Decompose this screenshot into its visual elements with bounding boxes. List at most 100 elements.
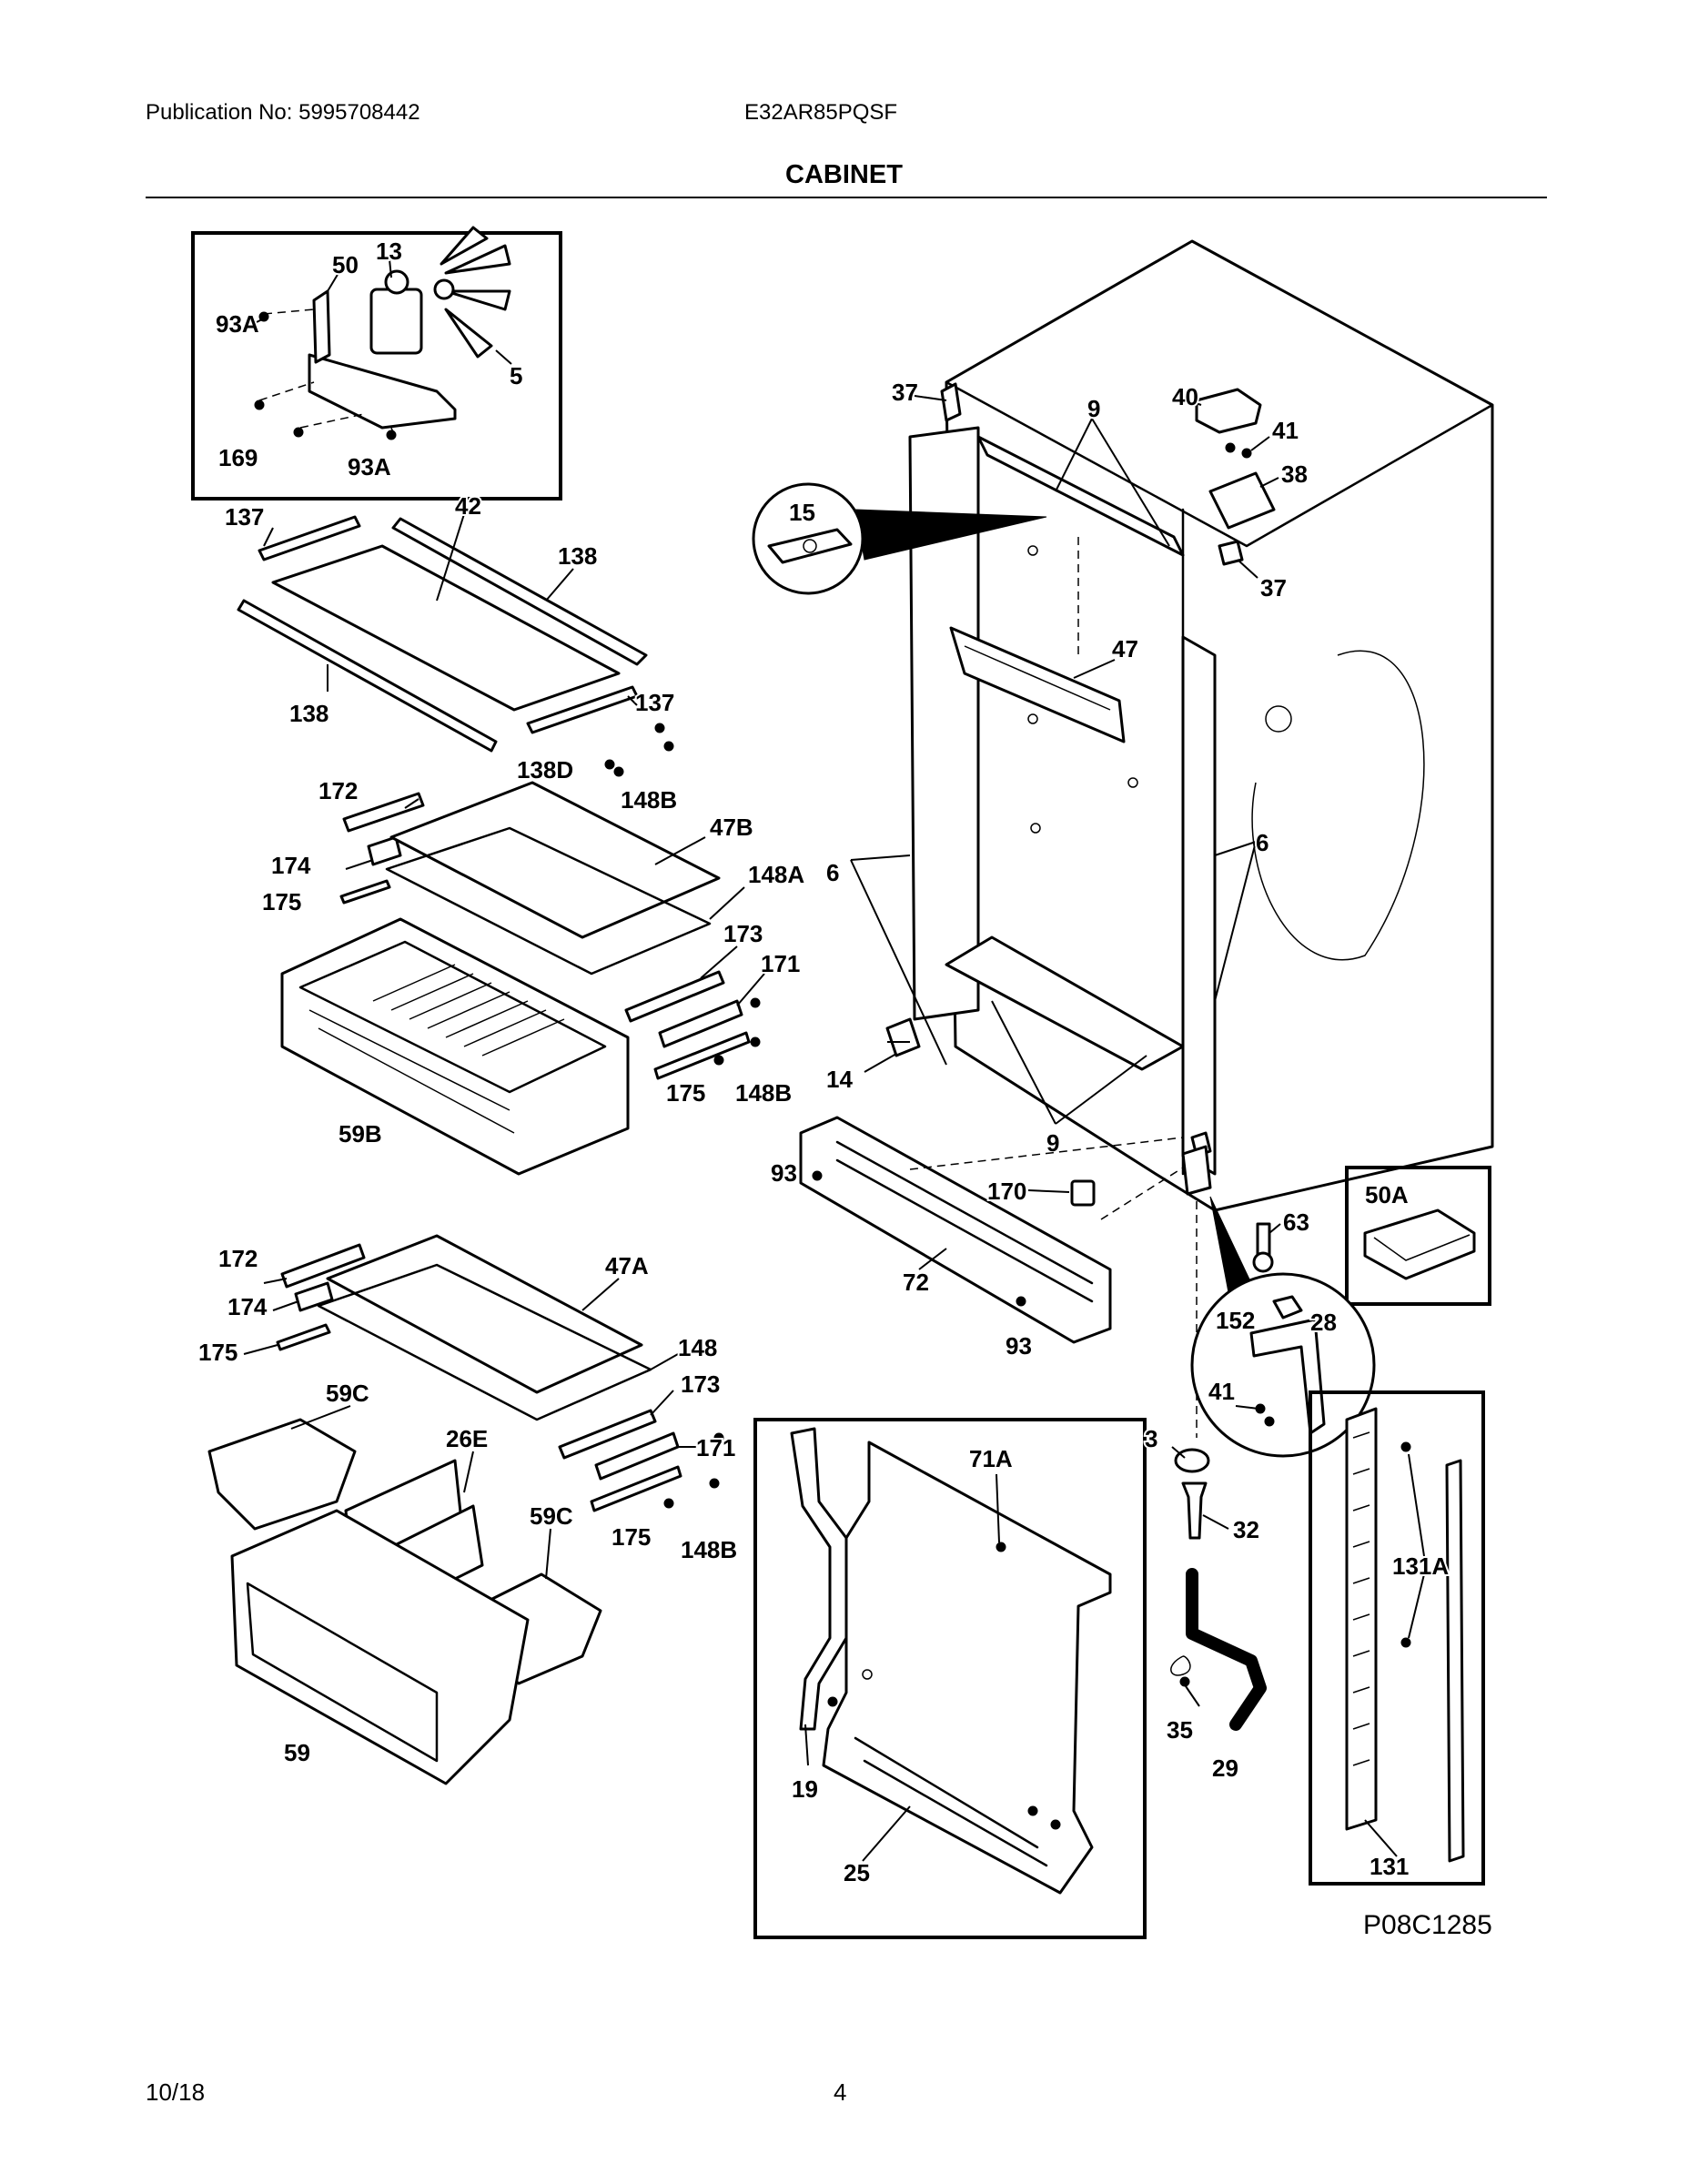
cover-slide-174: [367, 835, 402, 866]
callout-41: 41: [1208, 1378, 1235, 1405]
callout-93a: 93A: [216, 310, 259, 338]
base-grille-assembly: 14 93 170 63 72 93: [769, 1017, 1311, 1438]
seal-strip-19: [790, 1427, 848, 1731]
callout-59c: 59C: [530, 1502, 573, 1530]
callout-93: 93: [1006, 1332, 1032, 1360]
fan-motor-13: [369, 288, 423, 355]
rear-panel-inset: 71A 19 25: [753, 1418, 1147, 1939]
callout-71a: 71A: [969, 1445, 1013, 1472]
cover-support-173: [558, 1409, 657, 1460]
upper-shelf-assembly: 137 42 138 138 137 138D 148B: [223, 490, 679, 815]
callout-28: 28: [1310, 1309, 1337, 1336]
bracket-tab-50: [312, 289, 331, 364]
shelf-trim-138: [391, 517, 648, 666]
hinge-cover-37: [940, 382, 962, 422]
callout-138d: 138D: [517, 756, 573, 784]
callout-148: 148: [678, 1334, 717, 1361]
glass-shelf-42: [271, 544, 621, 712]
model-number: E32AR85PQSF: [744, 100, 898, 125]
part-14: [885, 1017, 921, 1057]
callout-32: 32: [1233, 1516, 1259, 1543]
callout-59: 59: [284, 1739, 310, 1766]
callout-173: 173: [723, 920, 763, 947]
callout-50: 50: [332, 251, 359, 278]
callout-148b: 148B: [621, 786, 677, 814]
callout-47a: 47A: [605, 1252, 649, 1279]
fan-inset-frame: [191, 231, 562, 500]
callout-5: 5: [510, 362, 522, 389]
callout-9: 9: [1087, 395, 1100, 422]
crisper-basket-59c: [207, 1418, 357, 1531]
clip-35: [1170, 1655, 1191, 1676]
rail-inset: 131A 131: [1309, 1390, 1485, 1886]
cover-rail-175: [276, 1323, 331, 1351]
rear-panel-25: [822, 1441, 1112, 1895]
callout-19: 19: [792, 1775, 818, 1803]
cover-rail-175: [653, 1031, 751, 1080]
callout-148b: 148B: [735, 1079, 792, 1107]
fan-motor-hub: [384, 269, 409, 295]
callout-37: 37: [892, 379, 918, 406]
shelf-trim-138: [237, 599, 498, 753]
callout-72: 72: [903, 1269, 929, 1296]
cover-glass-47b: [389, 781, 721, 939]
callout-93a: 93A: [348, 453, 391, 480]
rail-inset-frame: [1309, 1390, 1485, 1886]
cabinet-body: 37 9 40 41 38 37 47 6 6 9: [824, 239, 1494, 1212]
callout-152: 152: [1216, 1307, 1255, 1334]
cover-rail-175: [590, 1465, 682, 1512]
callout-175: 175: [666, 1079, 705, 1107]
hinge-cover-37: [1218, 540, 1244, 566]
callout-148b: 148B: [681, 1536, 737, 1563]
door-gasket-left-6: [908, 426, 980, 1021]
page-title: CABINET: [785, 160, 903, 189]
callout-37: 37: [1260, 574, 1287, 602]
drain-tube-32: [1181, 1481, 1208, 1540]
callout-42: 42: [455, 492, 481, 520]
callout-14: 14: [826, 1066, 853, 1093]
lower-crisper-assembly: 172 47A 174 175 148 59C 173 26E 171 59C …: [197, 1234, 739, 1785]
callout-35: 35: [1167, 1716, 1193, 1744]
door-gasket-right-6: [1181, 635, 1217, 1176]
callout-47b: 47B: [710, 814, 753, 841]
cabinet-side-bulge: [1251, 650, 1425, 961]
callout-131: 131: [1370, 1853, 1409, 1880]
footer-date: 10/18: [146, 2078, 206, 2106]
callout-175: 175: [198, 1339, 238, 1366]
cover-rail-175: [339, 879, 391, 905]
callout-131a: 131A: [1392, 1552, 1449, 1580]
callout-26e: 26E: [446, 1425, 488, 1452]
callout-138: 138: [289, 700, 329, 727]
part-15: [767, 528, 853, 564]
callout-25: 25: [844, 1859, 870, 1886]
callout-59c: 59C: [326, 1380, 369, 1407]
lower-hinge-bracket: [1181, 1145, 1212, 1196]
callout-63: 63: [1283, 1208, 1309, 1236]
callout-174: 174: [227, 1293, 268, 1320]
top-hinge-38: [1208, 471, 1276, 530]
callout-15: 15: [789, 499, 815, 526]
part-170: [1070, 1179, 1096, 1207]
callout-172: 172: [218, 1245, 258, 1272]
callout-50a: 50A: [1365, 1181, 1409, 1208]
drain-hose-29: [1186, 1568, 1267, 1731]
cover-slide-174: [294, 1281, 334, 1312]
crisper-drawer-59b: [280, 917, 630, 1176]
rail-131a: [1445, 1459, 1465, 1863]
callout-3: 3: [1145, 1425, 1157, 1452]
fan-motor-bracket: [308, 353, 457, 430]
shelf-support-137: [258, 515, 361, 561]
callout-172: 172: [318, 777, 358, 804]
callout-47: 47: [1112, 635, 1138, 662]
crisper-ribs: [372, 964, 565, 1057]
toe-grille-72: [799, 1116, 1112, 1344]
callout-29: 29: [1212, 1754, 1238, 1782]
callout-174: 174: [271, 852, 311, 879]
detail-pointer: [1209, 1196, 1252, 1293]
drain-assembly: 3 32 35 29: [1143, 1423, 1267, 1784]
callout-41: 41: [1272, 417, 1299, 444]
callout-148a: 148A: [748, 861, 804, 888]
callout-93: 93: [771, 1159, 797, 1187]
cover-support-173: [624, 970, 725, 1023]
inset-frame-50a: [1345, 1166, 1491, 1306]
